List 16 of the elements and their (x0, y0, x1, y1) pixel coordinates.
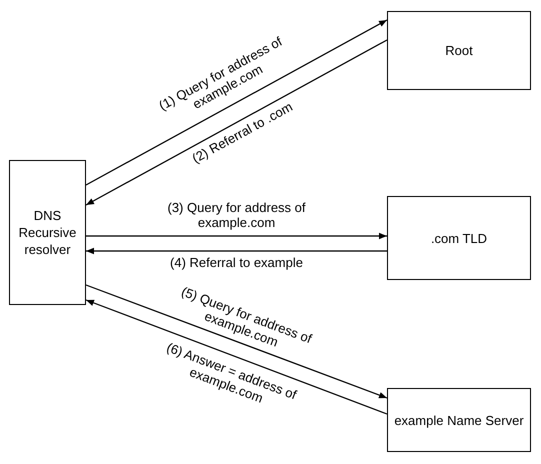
node-label: Root (445, 42, 473, 59)
server-box (387, 388, 531, 452)
node-label: DNS Recursive resolver (18, 207, 78, 258)
arrow (86, 299, 388, 415)
server-box (9, 160, 86, 305)
arrow (86, 284, 388, 399)
arrow (86, 248, 387, 254)
arrow (86, 232, 387, 240)
arrow (86, 39, 388, 206)
arrow (86, 19, 388, 186)
server-box (387, 11, 531, 90)
node-label: .com TLD (430, 230, 488, 246)
edge-label: (3) Query for address of example.com (166, 200, 306, 230)
server-box (387, 196, 531, 280)
node-label: example Name Server (394, 412, 524, 428)
edge-label: (4) Referral to example (169, 254, 304, 272)
